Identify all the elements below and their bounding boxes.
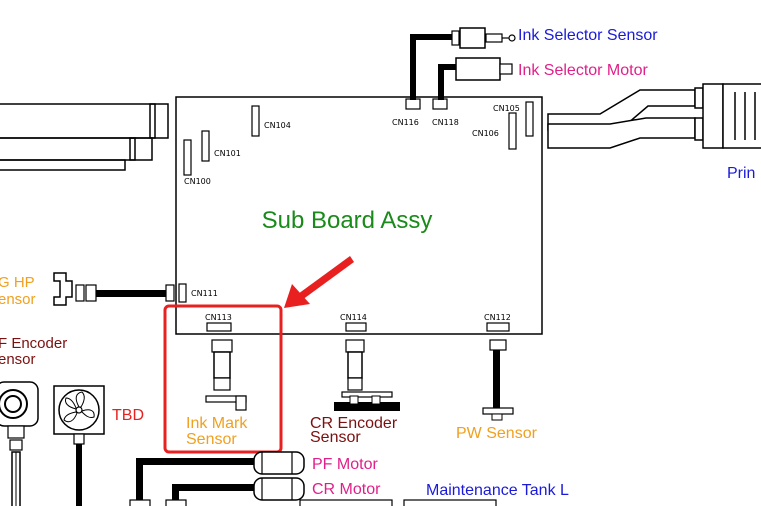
cn116-label: CN116 [392, 118, 419, 127]
cr-encoder-sensor [334, 339, 400, 411]
ink-selector-sensor-label: Ink Selector Sensor [518, 27, 658, 44]
cr-encoder-label-line2: Sensor [310, 429, 361, 446]
cr-hp-sensor-label-line1: G HP [0, 274, 35, 291]
ink-selector-motor-label: Ink Selector Motor [518, 62, 649, 79]
fan-icon [53, 385, 105, 506]
cn105-label: CN105 [493, 104, 520, 113]
ink-mark-label-line1: Ink Mark [186, 415, 248, 432]
pf-encoder-label-line1: F Encoder [0, 335, 67, 352]
sub-board [175, 96, 543, 335]
cr-motor-label: CR Motor [312, 481, 381, 498]
pw-sensor [482, 339, 514, 421]
ink-mark-label-line2: Sensor [186, 431, 237, 448]
cr-hp-sensor-label-line2: ensor [0, 291, 36, 308]
printhead-label: Prin [727, 165, 755, 182]
pf-motor-label: PF Motor [312, 456, 378, 473]
tbd-label: TBD [112, 407, 144, 424]
pw-sensor-label: PW Sensor [456, 425, 538, 442]
left-cable-bundle [0, 103, 169, 171]
motor-cables [129, 451, 305, 506]
cn118-label: CN118 [432, 118, 459, 127]
cn100-label: CN100 [184, 177, 211, 186]
cn101-label: CN101 [214, 149, 241, 158]
board-connectors [178, 98, 534, 332]
cr-hp-sensor-cable [53, 272, 175, 306]
highlight-arrow [284, 256, 354, 308]
ink-selector-cables [410, 27, 516, 100]
cn106-label: CN106 [472, 129, 499, 138]
board-title: Sub Board Assy [262, 207, 433, 234]
cn104-label: CN104 [264, 121, 291, 130]
pf-encoder-sensor [0, 381, 39, 506]
cn114-label: CN114 [340, 313, 367, 322]
highlight-box [163, 304, 283, 454]
cr-encoder-label-line1: CR Encoder [310, 415, 398, 432]
printhead-cables [547, 83, 761, 149]
cn111-label: CN111 [191, 289, 218, 298]
cn112-label: CN112 [484, 313, 511, 322]
cn113-label: CN113 [205, 313, 232, 322]
pf-encoder-label-line2: ensor [0, 351, 36, 368]
bottom-boxes [299, 499, 497, 506]
maintenance-tank-label: Maintenance Tank L [426, 482, 569, 499]
ink-mark-sensor [205, 339, 247, 411]
